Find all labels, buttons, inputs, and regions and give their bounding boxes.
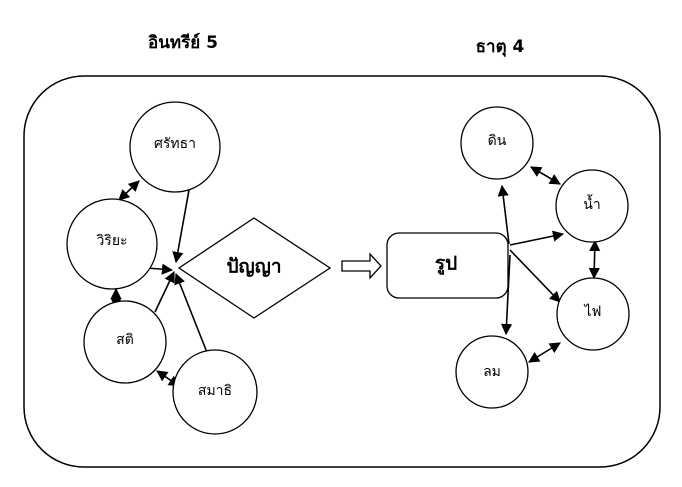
title-left: อินทรีย์ 5 — [148, 32, 218, 53]
form-label: รูป — [435, 253, 457, 276]
arrow-form-earth — [497, 184, 510, 245]
arrow-fire-wind — [528, 342, 561, 363]
node-wisdom: ปัญญา — [177, 217, 332, 319]
arrow-faith-wisdom — [172, 189, 190, 264]
water-label: น้ำ — [583, 194, 600, 213]
node-form: รูป — [386, 232, 509, 299]
node-concentration: สมาธิ — [172, 349, 258, 435]
title-right: ธาตุ 4 — [476, 37, 525, 57]
earth-label: ดิน — [488, 133, 507, 149]
hollow-arrow-icon — [341, 252, 382, 280]
wind-label: ลม — [483, 364, 501, 380]
left-connectors — [110, 180, 209, 387]
arrow-mindfulness-wisdom — [154, 270, 175, 313]
arrow-form-fire — [509, 249, 561, 303]
node-fire: ไฟ — [556, 277, 630, 351]
node-earth: ดิน — [460, 106, 534, 180]
node-effort: วิริยะ — [66, 198, 158, 290]
arrow-effort-wisdom — [146, 263, 174, 275]
mindfulness-label: สติ — [116, 332, 134, 348]
right-connectors — [497, 166, 601, 363]
arrow-form-wind — [500, 254, 513, 336]
concentration-label: สมาธิ — [198, 383, 232, 399]
arrow-form-water — [509, 230, 565, 246]
arrow-water-fire — [588, 239, 601, 280]
node-faith: ศรัทธา — [129, 101, 221, 193]
node-wind: ลม — [455, 335, 529, 409]
arrow-concentration-wisdom — [174, 272, 209, 356]
wisdom-label: ปัญญา — [226, 256, 281, 278]
outer-frame — [23, 75, 661, 468]
fire-label: ไฟ — [584, 303, 602, 320]
arrow-effort-faith — [118, 180, 140, 201]
node-water: น้ำ — [555, 169, 629, 243]
arrow-earth-water — [530, 166, 561, 185]
node-mindfulness: สติ — [83, 300, 167, 384]
effort-label: วิริยะ — [96, 233, 127, 249]
faith-label: ศรัทธา — [154, 136, 196, 152]
